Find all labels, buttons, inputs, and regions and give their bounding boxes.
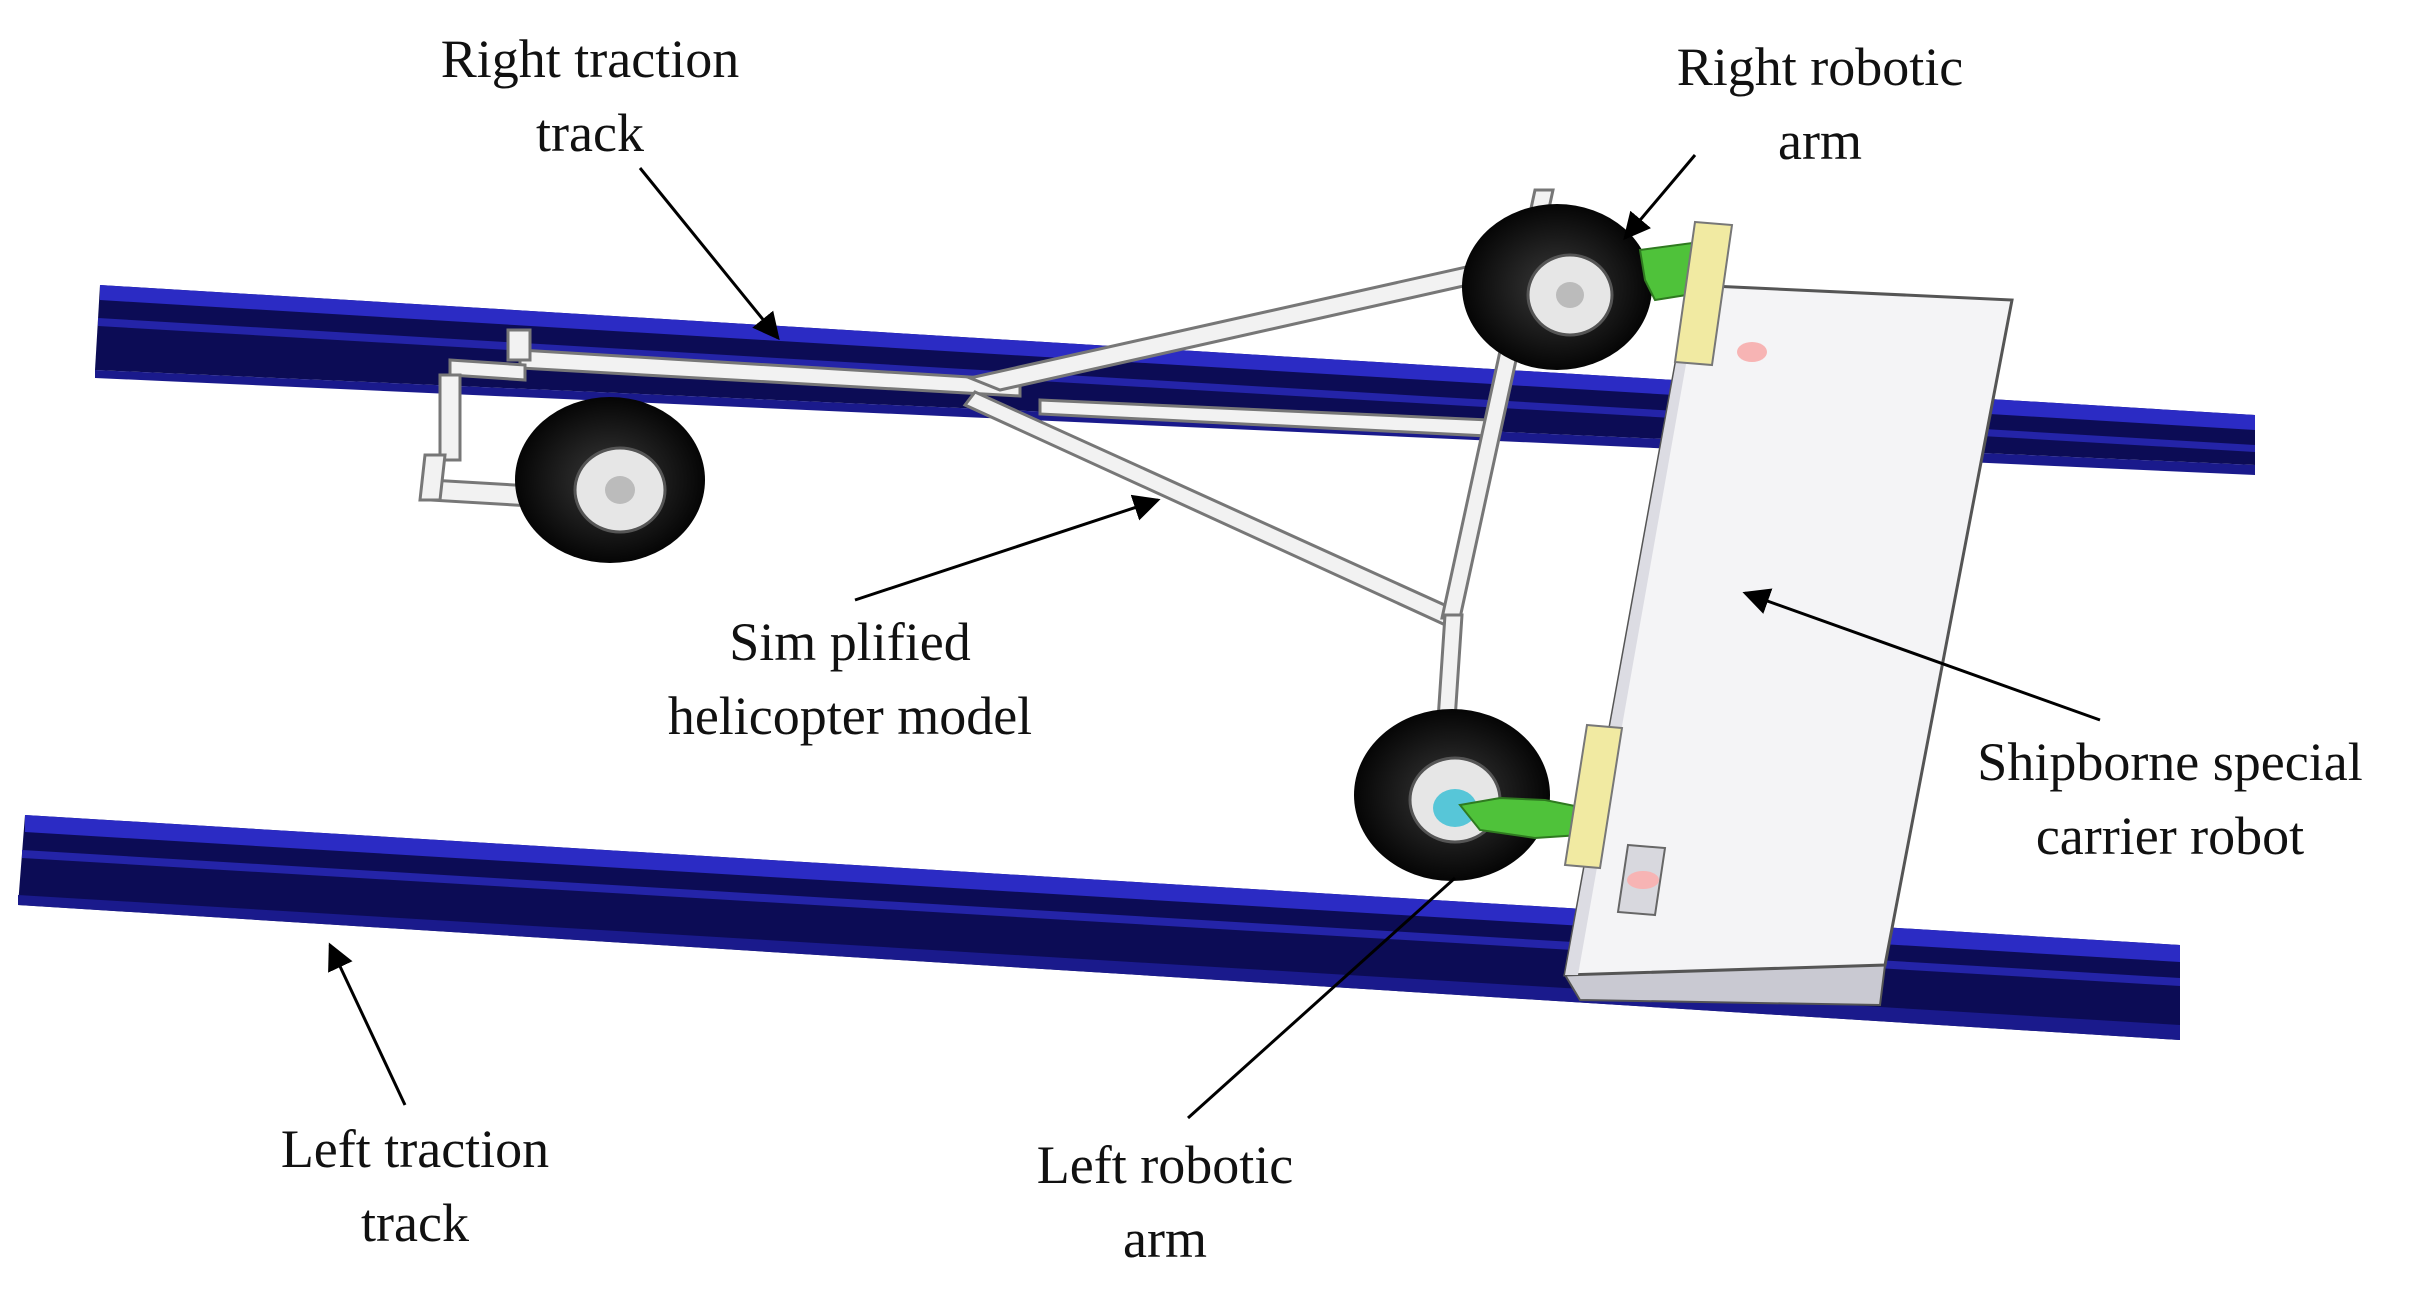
right-robotic-arm [1638,220,1734,367]
left-main-wheel [1354,709,1550,881]
arrow-simplified-helicopter-model [854,494,1161,602]
label-right-traction-track: Right traction track [440,29,740,163]
arrow-left-traction-track [328,942,407,1106]
left-wheel-hub [1433,789,1477,827]
platform-marker-lower [1627,871,1659,889]
label-right-robotic-arm: Right robotic arm [1676,37,1964,171]
label-shipborne-carrier-robot: Shipborne special carrier robot [1977,732,2363,866]
platform-marker-upper [1737,342,1767,362]
label-left-traction-track: Left traction track [280,1119,550,1253]
left-robotic-arm [1458,723,1624,870]
label-simplified-helicopter-model: Sim plified helicopter model [667,612,1033,746]
pointer-arrows [328,154,2101,1120]
rear-wheel [515,397,705,563]
arrow-right-robotic-arm [1623,154,1697,241]
arrow-left-robotic-arm [1186,876,1457,1120]
arrow-right-traction-track [638,167,780,341]
arrow-shipborne-carrier-robot [1742,588,2101,722]
right-main-wheel [1462,204,1652,370]
label-left-robotic-arm: Left robotic arm [1036,1135,1294,1269]
